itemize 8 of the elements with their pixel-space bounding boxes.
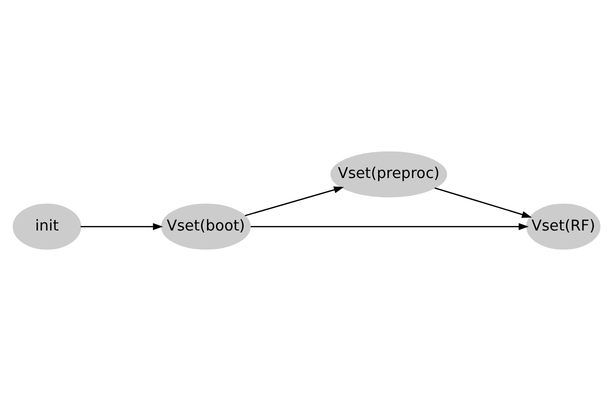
arrow (244, 186, 344, 216)
arrow (250, 223, 529, 230)
node-ellipse: Vset(boot) (161, 204, 251, 250)
node-ellipse: Vset(RF) (526, 204, 600, 250)
arrow (434, 187, 532, 218)
node-ellipse: Vset(preproc) (330, 151, 448, 198)
arrow (80, 223, 163, 230)
node-ellipse: init (12, 204, 82, 250)
